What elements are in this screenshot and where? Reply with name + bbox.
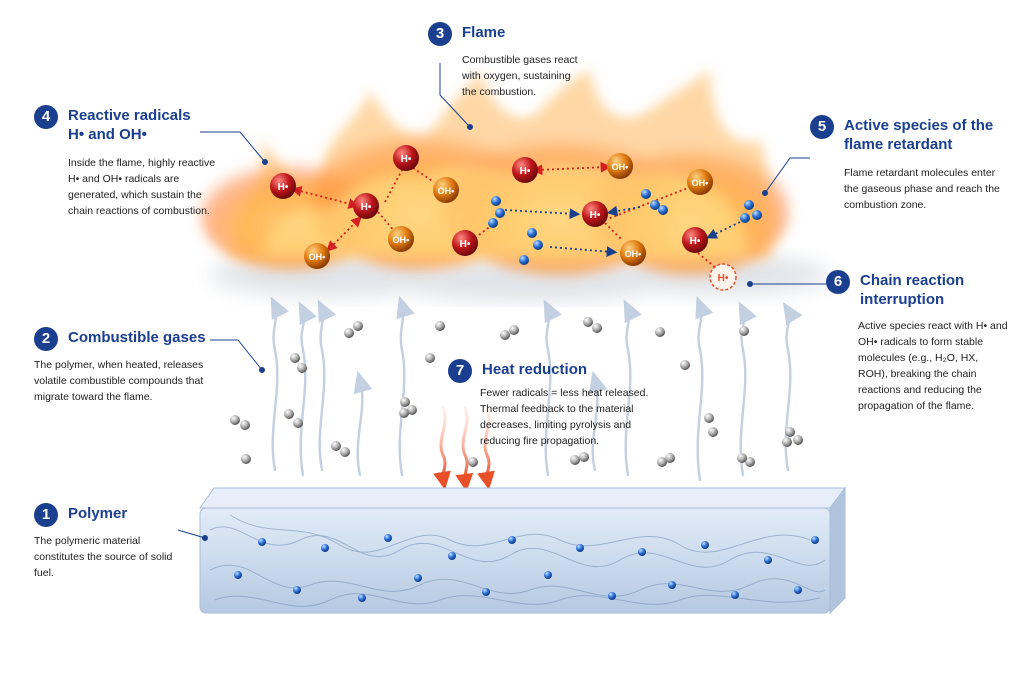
h-radical: H• [682,227,708,253]
heat-reduction-arrows [433,406,495,492]
svg-text:OH•: OH• [612,162,629,172]
retardant-molecules [488,189,762,265]
svg-text:OH•: OH• [692,178,709,188]
step-number-badge: 6 [826,270,850,294]
oh-radical: OH• [620,240,646,266]
step-description: The polymer, when heated, releases volat… [34,359,204,403]
step-description: Active species react with H• and OH• rad… [858,320,1008,412]
svg-text:H•: H• [278,182,289,193]
step-description: Flame retardant molecules enter the gase… [844,167,1000,211]
step-number-badge: 1 [34,503,58,527]
step-description: Combustible gases react with oxygen, sus… [462,54,578,98]
step-title: Flame [462,24,506,41]
radicals: H• H• H• H• H• H• H• OH• OH• OH• OH• OH•… [270,145,737,291]
leader-lines [177,63,826,541]
step-title: Heat reduction [482,361,588,378]
svg-text:H•: H• [361,202,372,213]
svg-text:H•: H• [401,154,412,165]
oh-radical: OH• [687,169,713,195]
h-radical: H• [270,173,296,199]
svg-text:H•: H• [590,210,601,221]
svg-text:OH•: OH• [309,252,326,262]
h-radical: H• [353,193,379,219]
step-number-badge: 2 [34,327,58,351]
svg-text:H•: H• [460,239,471,250]
interrupted-h-radical: H• [709,263,737,291]
step-description: Fewer radicals = less heat released. The… [480,387,649,447]
svg-text:OH•: OH• [438,186,455,196]
oh-radical: OH• [304,243,330,269]
svg-text:H•: H• [718,273,729,284]
h-radical: H• [582,201,608,227]
svg-text:OH•: OH• [393,235,410,245]
step-description: The polymeric material constitutes the s… [34,535,173,579]
gas-molecules [230,317,803,467]
h-radical: H• [393,145,419,171]
step-number-badge: 3 [428,22,452,46]
step-title: Active species of the flame retardant [844,117,994,153]
step-number-badge: 5 [810,115,834,139]
step-number-badge: 7 [448,359,472,383]
h-radical: H• [452,230,478,256]
step-title: Polymer [68,505,128,522]
reaction-arrows [290,161,741,269]
oh-radical: OH• [388,226,414,252]
step-number-badge: 4 [34,105,58,129]
svg-text:H•: H• [520,166,531,177]
step-title: Chain reaction interruption [860,272,965,308]
svg-text:OH•: OH• [625,249,642,259]
step-title: Combustible gases [68,329,206,346]
step-title: Reactive radicals H• and OH• [68,107,191,143]
h-radical: H• [512,157,538,183]
polymer-block [199,486,846,615]
oh-radical: OH• [607,153,633,179]
step-description: Inside the flame, highly reactive H• and… [68,157,216,217]
oh-radical: OH• [433,177,459,203]
svg-text:H•: H• [690,236,701,247]
